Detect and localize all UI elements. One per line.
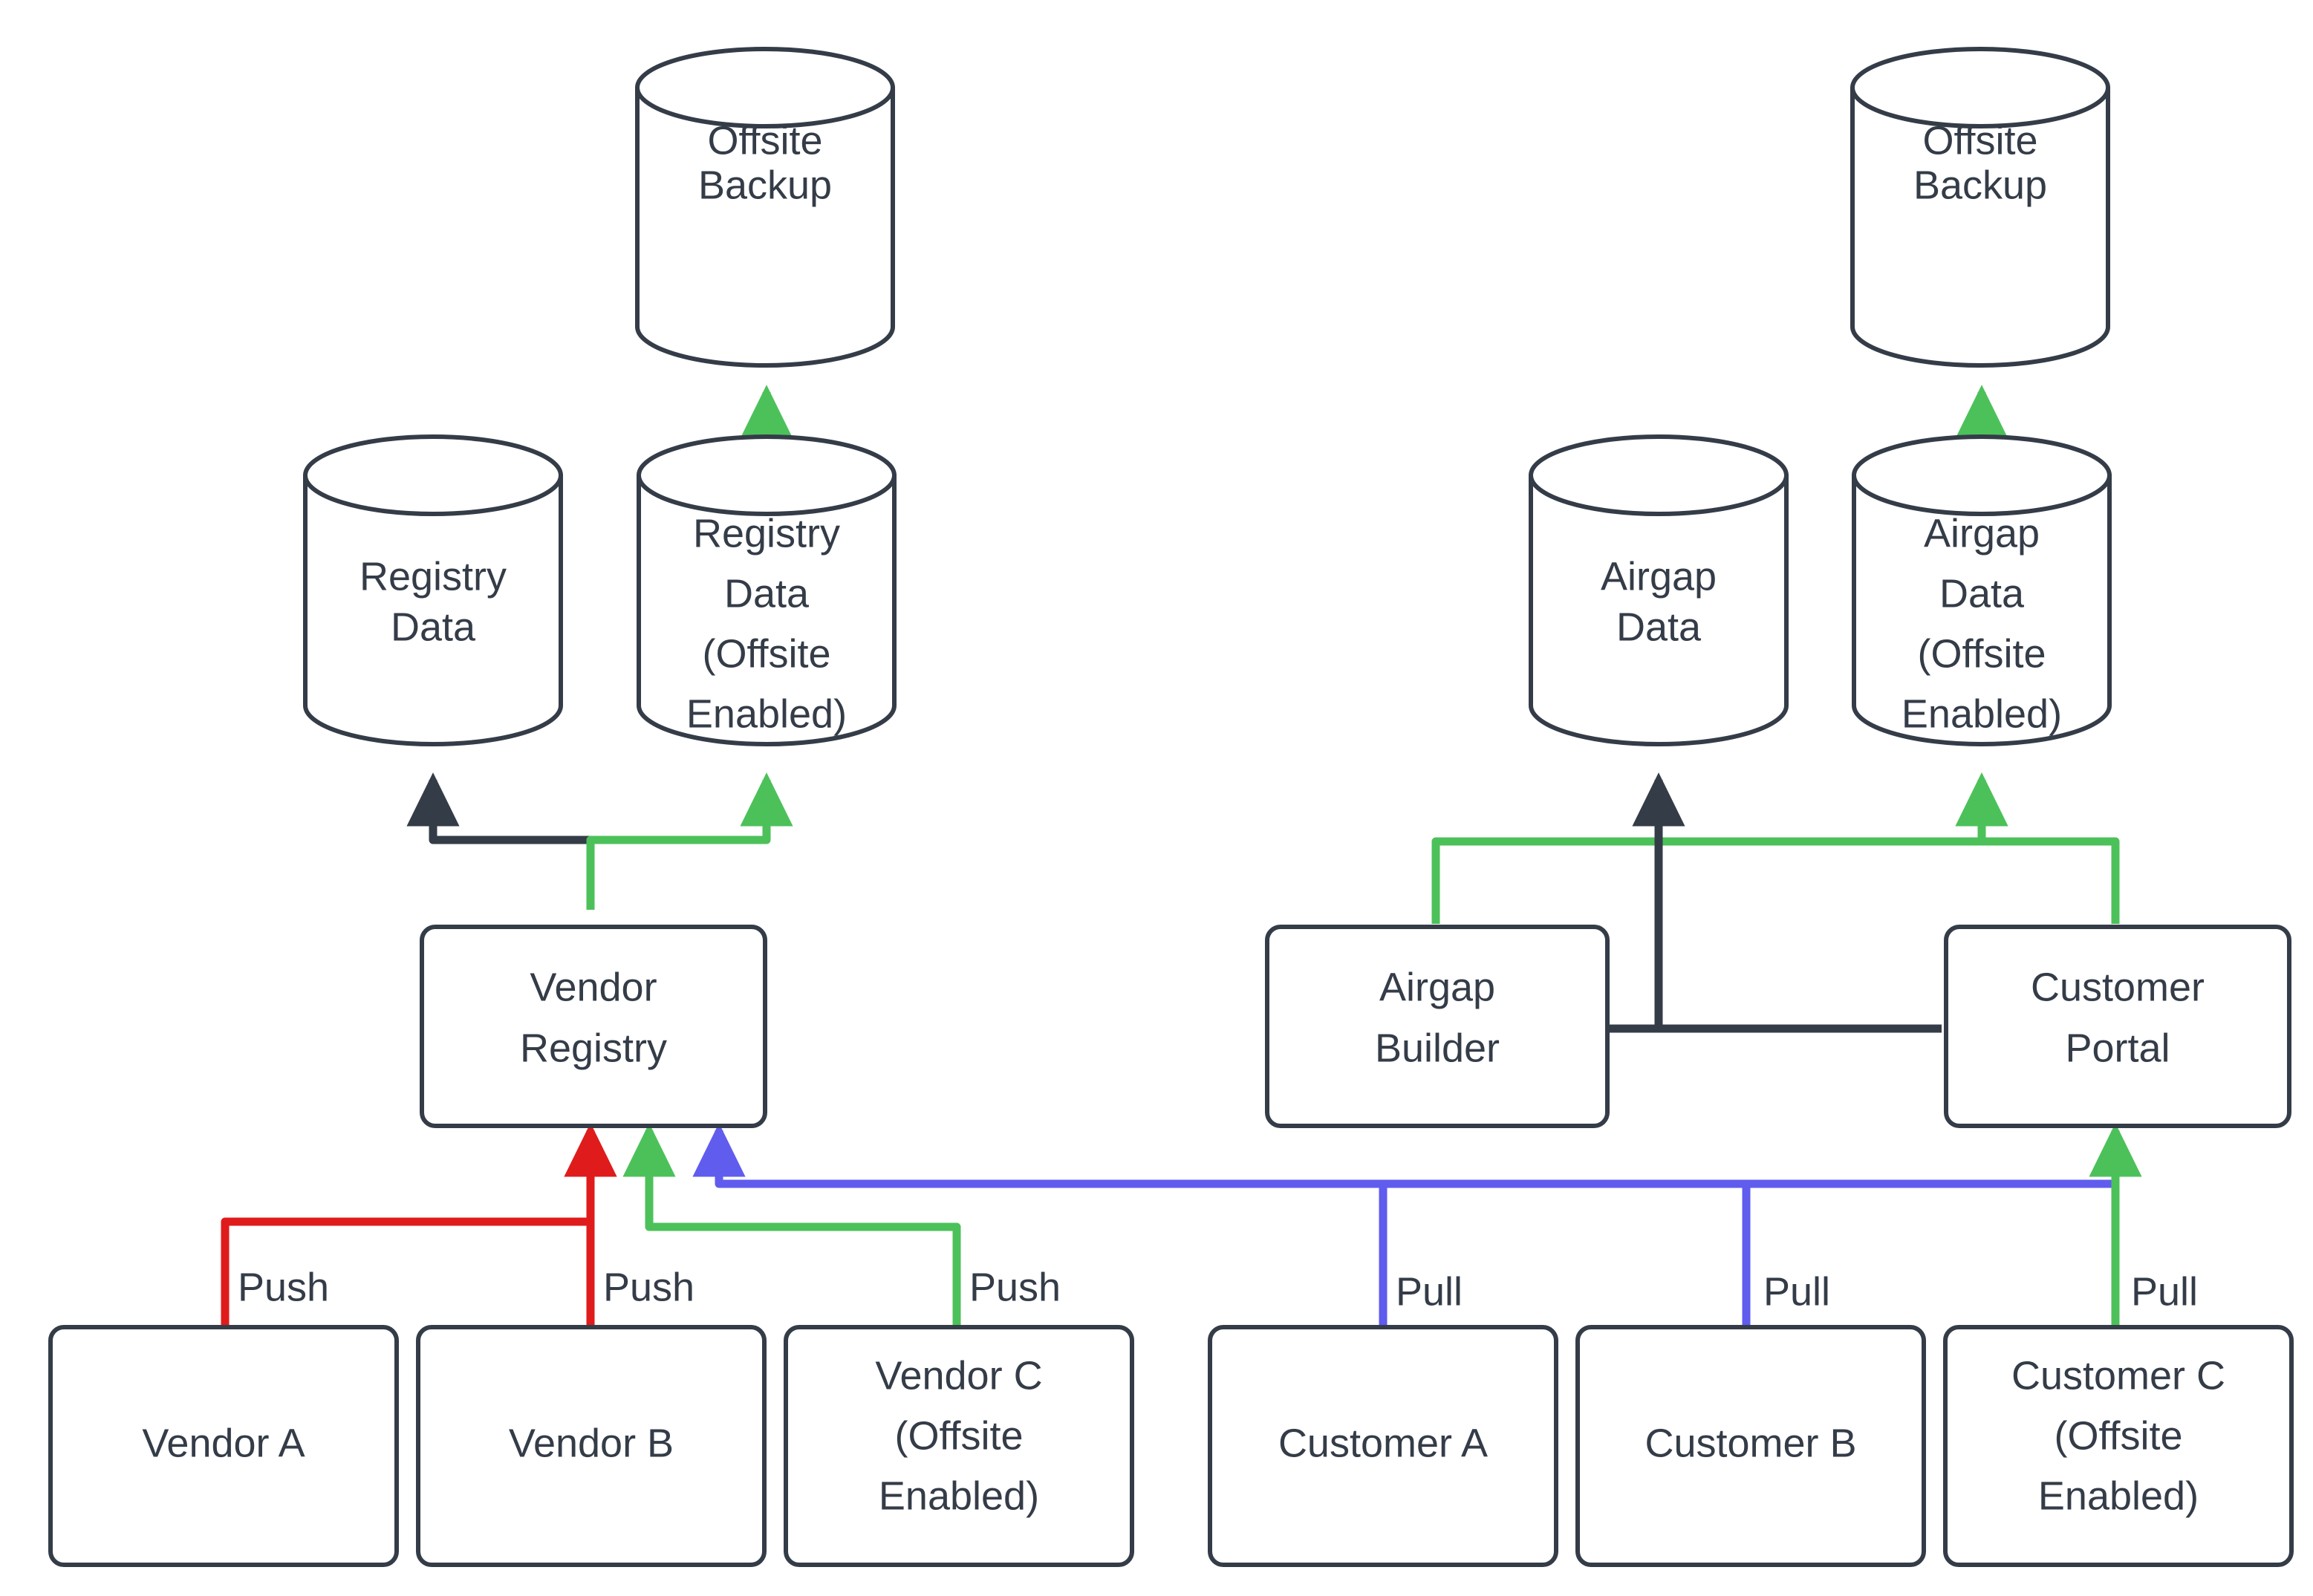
node-customer-a[interactable]: Customer A: [1208, 1325, 1558, 1567]
box-shape: [1208, 1325, 1558, 1567]
node-label-line1: Vendor C: [875, 1353, 1042, 1398]
cylinder-shape: [303, 473, 563, 746]
node-label-line2: Data: [1616, 605, 1702, 649]
box-shape: [1944, 925, 2291, 1128]
edge-label-push-c: Push: [969, 1265, 1061, 1309]
edge-customerportal-to-airgapdataoffsite: [1955, 772, 2120, 924]
node-label-line2: Portal: [2065, 1026, 2170, 1070]
node-vendor-a[interactable]: Vendor A: [48, 1325, 399, 1567]
node-label-line3: Enabled): [2038, 1473, 2199, 1518]
node-label-line1: Customer A: [1278, 1421, 1488, 1465]
box-shape: [420, 925, 767, 1128]
node-customer-c[interactable]: Customer C (Offsite Enabled): [1943, 1325, 2294, 1567]
edge-layer: [221, 385, 2142, 1326]
node-label-line1: Airgap: [1379, 965, 1495, 1009]
edge-vendorregistry-to-registrydata: [406, 772, 595, 910]
node-airgap-builder[interactable]: Airgap Builder: [1265, 925, 1610, 1128]
node-registry-data[interactable]: Registry Data: [303, 434, 563, 746]
node-label-line3: (Offsite: [702, 631, 830, 676]
box-shape: [48, 1325, 399, 1567]
edge-customerb-to-vendorregistry: [719, 1179, 1751, 1326]
node-label-line1: Vendor: [530, 965, 657, 1009]
node-vendor-c[interactable]: Vendor C (Offsite Enabled): [784, 1325, 1134, 1567]
cylinder-shape: [1850, 85, 2110, 368]
node-label-line2: Data: [1939, 571, 2025, 616]
box-shape: [1943, 1325, 2294, 1567]
box-shape: [1575, 1325, 1926, 1567]
node-label-line4: Enabled): [1902, 691, 2062, 736]
cylinder-shape: [637, 473, 897, 746]
edge-label-pull-a: Pull: [1396, 1269, 1463, 1314]
node-label-line1: Offsite: [707, 118, 822, 163]
edge-label-pull-b: Pull: [1763, 1269, 1830, 1314]
node-airgap-data-offsite[interactable]: Airgap Data (Offsite Enabled): [1852, 434, 2112, 746]
node-label-line2: Backup: [1913, 163, 2047, 207]
cylinder-top-ellipse: [637, 434, 897, 516]
node-label-line2: Backup: [698, 163, 832, 207]
cylinder-top-ellipse: [1850, 47, 2110, 128]
cylinder-shape: [635, 85, 895, 368]
node-label-line1: Vendor B: [509, 1421, 674, 1465]
node-label-line1: Customer: [2031, 965, 2205, 1009]
node-airgap-data[interactable]: Airgap Data: [1529, 434, 1789, 746]
cylinder-top-ellipse: [303, 434, 563, 516]
edge-label-layer: Push Push Push Pull Pull Pull: [238, 1265, 2198, 1314]
node-registry-data-offsite[interactable]: Registry Data (Offsite Enabled): [637, 434, 897, 746]
node-label-line2: Builder: [1375, 1026, 1500, 1070]
node-label-line4: Enabled): [686, 691, 847, 736]
node-vendor-b[interactable]: Vendor B: [416, 1325, 767, 1567]
node-label-line2: Registry: [520, 1026, 667, 1070]
node-label-line1: Airgap: [1924, 511, 2040, 556]
box-shape: [416, 1325, 767, 1567]
node-label-line2: (Offsite: [2054, 1413, 2182, 1458]
node-customer-b[interactable]: Customer B: [1575, 1325, 1926, 1567]
edge-label-push-b: Push: [603, 1265, 694, 1309]
node-label-line1: Offsite: [1922, 118, 2037, 163]
edge-label-push-a: Push: [238, 1265, 329, 1309]
node-label-line1: Customer C: [2011, 1353, 2225, 1398]
node-offsite-backup-right[interactable]: Offsite Backup: [1850, 47, 2110, 368]
node-vendor-registry[interactable]: Vendor Registry: [420, 925, 767, 1128]
node-label-line2: Data: [724, 571, 810, 616]
node-customer-portal[interactable]: Customer Portal: [1944, 925, 2291, 1128]
node-offsite-backup-left[interactable]: Offsite Backup: [635, 47, 895, 368]
edge-airgapbuilder-to-airgapdataoffsite: [1431, 772, 2008, 924]
node-label-line1: Airgap: [1601, 554, 1717, 599]
node-label-line1: Vendor A: [142, 1421, 305, 1465]
cylinder-top-ellipse: [1529, 434, 1789, 516]
cylinder-shape: [1852, 473, 2112, 746]
node-label-line1: Registry: [693, 511, 840, 556]
cylinder-shape: [1529, 473, 1789, 746]
box-shape: [784, 1325, 1134, 1567]
cylinder-top-ellipse: [1852, 434, 2112, 516]
node-label-line2: (Offsite: [894, 1413, 1023, 1458]
cylinder-top-ellipse: [635, 47, 895, 128]
edge-vendorc-to-vendorregistry: [622, 1123, 961, 1326]
node-label-line1: Registry: [360, 554, 507, 599]
edge-label-pull-c: Pull: [2131, 1269, 2198, 1314]
edge-vendorregistry-to-registrydataoffsite: [586, 772, 793, 910]
box-shape: [1265, 925, 1610, 1128]
node-label-line2: Data: [391, 605, 476, 649]
node-label-line3: Enabled): [879, 1473, 1039, 1518]
node-label-line1: Customer B: [1645, 1421, 1856, 1465]
node-label-line3: (Offsite: [1917, 631, 2046, 676]
